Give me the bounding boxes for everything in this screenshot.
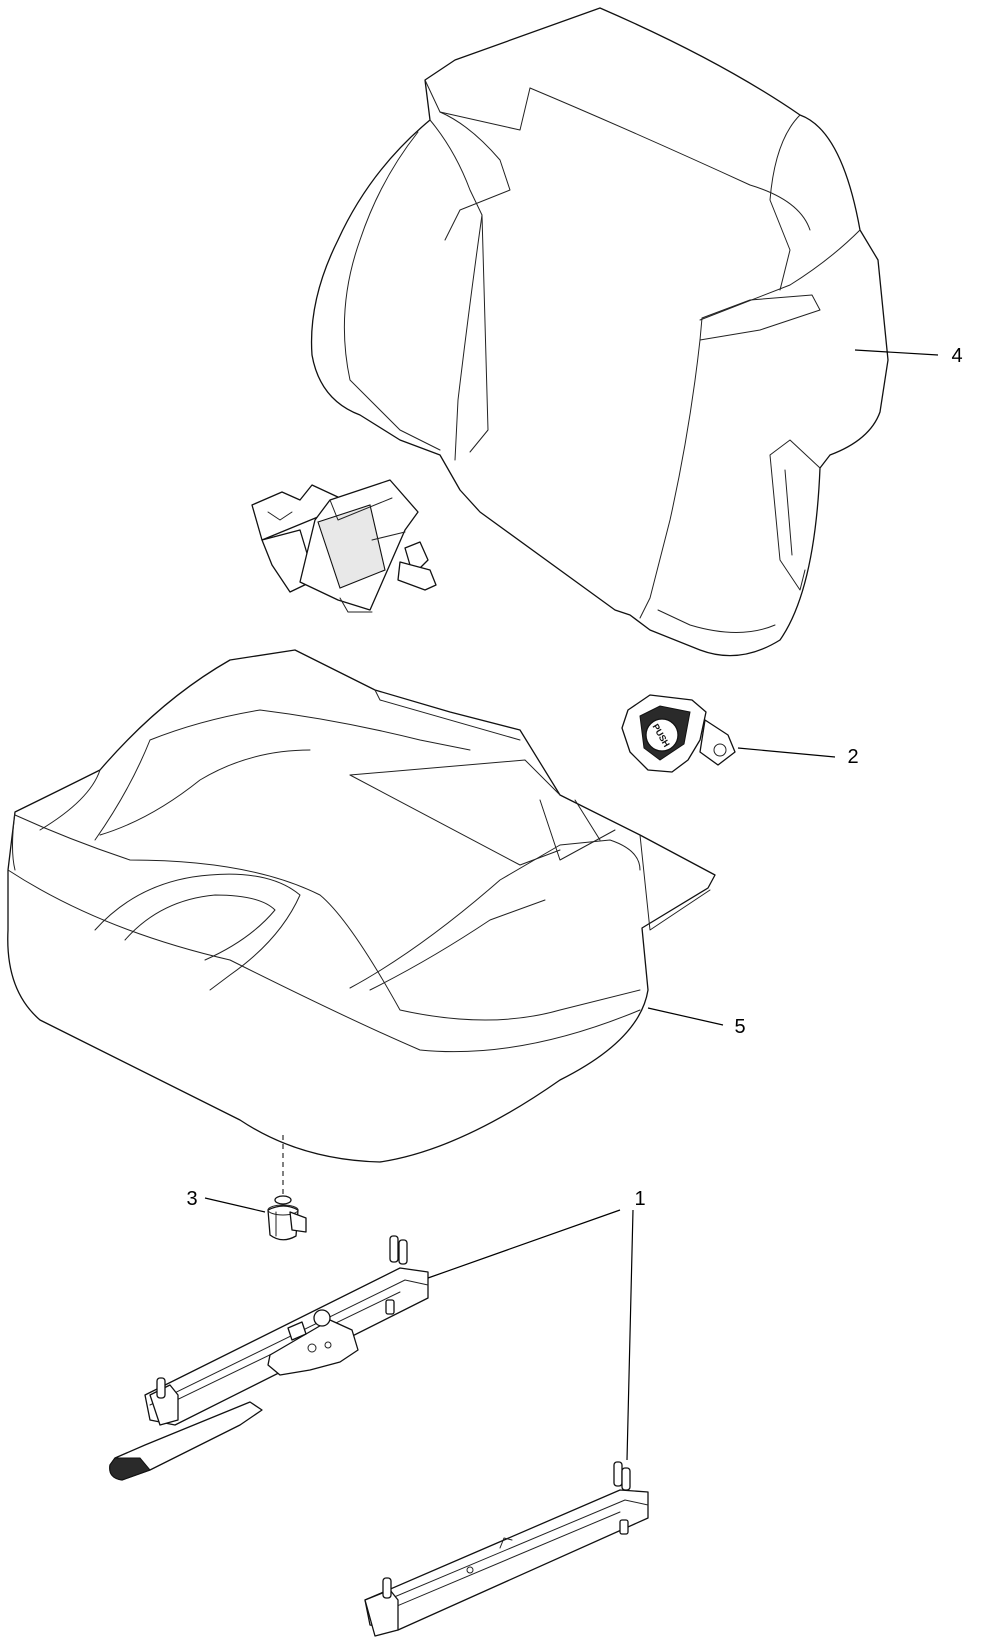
callout-5: 5 bbox=[734, 1016, 745, 1038]
callout-3: 3 bbox=[186, 1188, 197, 1210]
seat-belt-buckle: PUSH bbox=[621, 694, 736, 773]
seat-slide-rail-left bbox=[109, 1235, 429, 1481]
callout-1: 1 bbox=[634, 1188, 645, 1210]
leader-2 bbox=[737, 747, 836, 758]
callout-2: 2 bbox=[847, 746, 858, 768]
callout-4: 4 bbox=[951, 345, 962, 367]
seat-switch bbox=[267, 1195, 307, 1241]
leader-5 bbox=[647, 1007, 724, 1026]
seat-back-cushion bbox=[310, 7, 889, 657]
leader-4 bbox=[854, 349, 939, 356]
belt-latch-assembly bbox=[251, 479, 437, 613]
seat-bottom-cushion bbox=[7, 649, 716, 1163]
push-button bbox=[645, 718, 679, 752]
leader-3 bbox=[204, 1197, 266, 1213]
leader-1 bbox=[427, 1209, 634, 1461]
seat-slide-rail-right bbox=[364, 1461, 649, 1637]
